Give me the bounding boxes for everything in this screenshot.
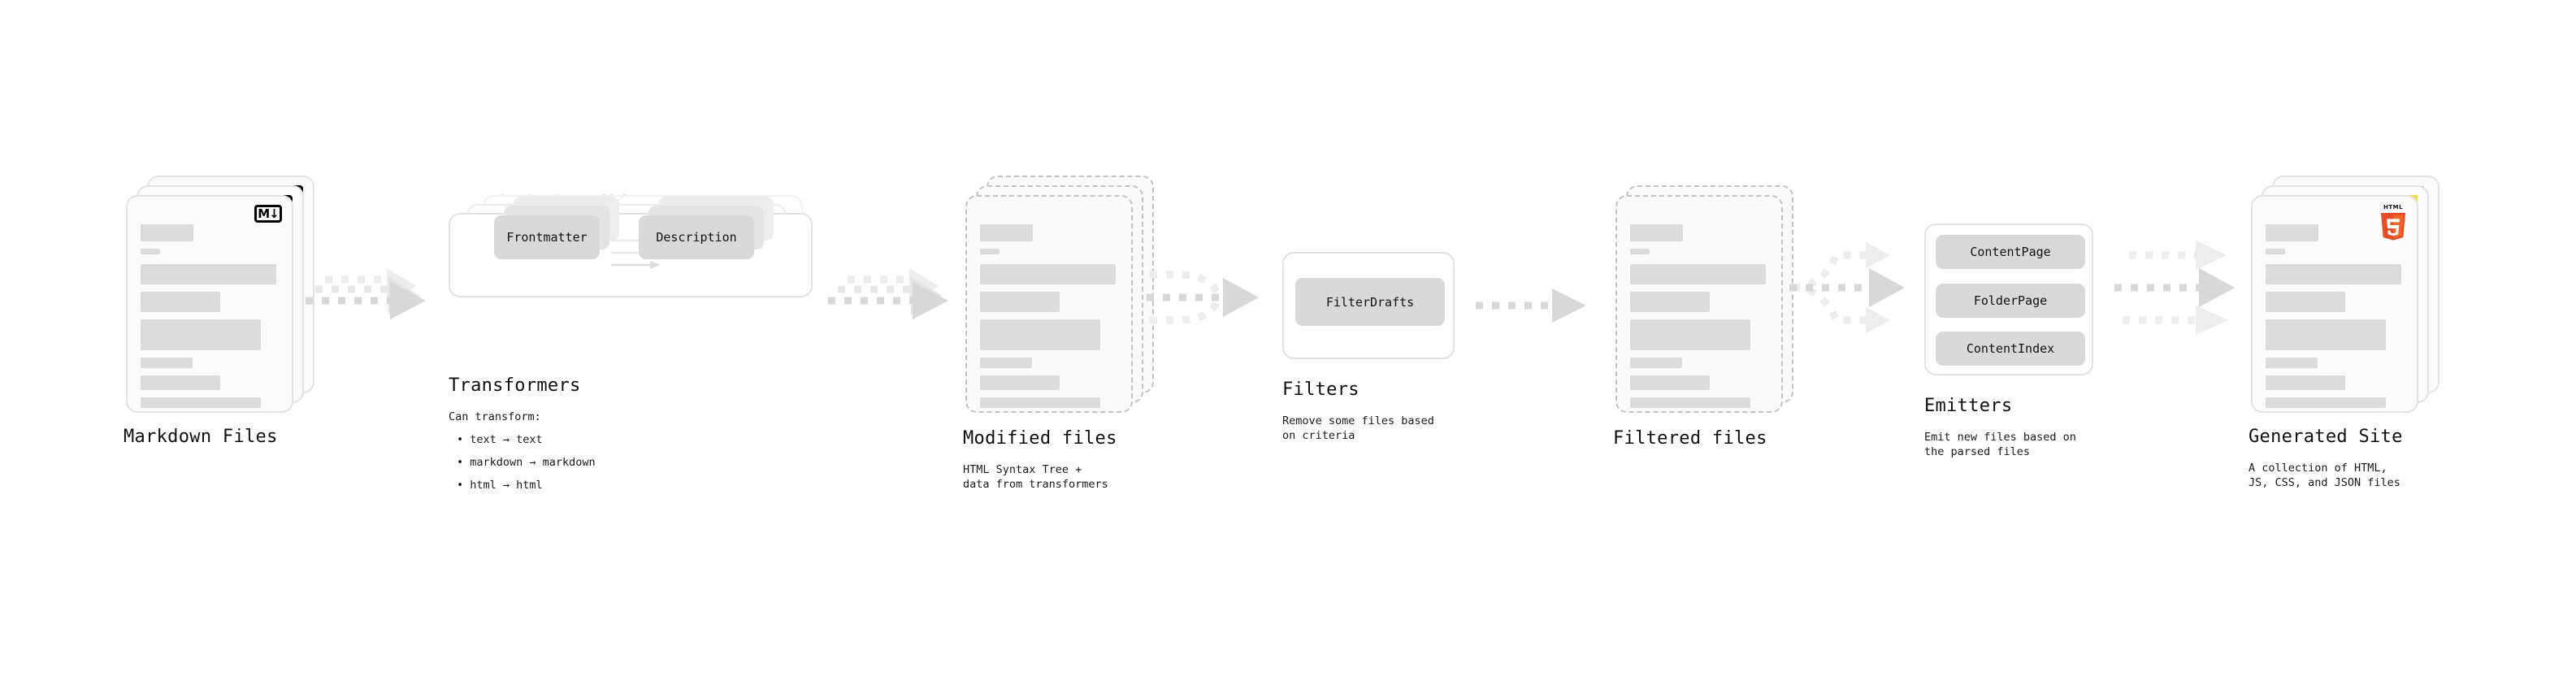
stage-description-generated-site: A collection of HTML, JS, CSS, and JSON … [2249, 462, 2400, 489]
markdown-icon: M↓ [254, 205, 282, 223]
file-card-front [965, 195, 1133, 413]
emitters-panel: ContentPage FolderPage ContentIndex [1924, 223, 2093, 375]
connector-filtered-to-emitters [1786, 234, 1924, 364]
connector-modified-to-filters [1142, 258, 1272, 348]
plugin-pill-description[interactable]: Description [639, 215, 754, 259]
connector-emitters-to-site [2111, 234, 2253, 364]
plugin-pill-frontmatter[interactable]: Frontmatter [494, 215, 600, 259]
file-card-front: HTML [2251, 195, 2418, 413]
connector-markdown-to-transformers [302, 268, 432, 349]
file-card-front [1615, 195, 1783, 413]
transformers-bullet-2: • html → html [457, 479, 543, 492]
transformers-bullet-0: • text → text [457, 433, 543, 446]
stage-description-emitters: Emit new files based on the parsed files [1924, 431, 2076, 458]
stage-title-filters: Filters [1282, 380, 1360, 400]
file-content-skeleton [1630, 224, 1768, 415]
stage-description-modified-files: HTML Syntax Tree + data from transformer… [963, 463, 1108, 491]
html5-icon: HTML [2379, 205, 2407, 242]
stage-title-markdown-files: Markdown Files [124, 427, 278, 447]
file-content-skeleton [980, 224, 1118, 415]
file-card-front: M↓ [126, 195, 293, 413]
plugin-pill-contentindex[interactable]: ContentIndex [1936, 332, 2085, 366]
transformers-bullet-1: • markdown → markdown [457, 456, 596, 469]
stage-title-transformers: Transformers [449, 375, 581, 396]
file-content-skeleton [141, 224, 279, 415]
connector-transformers-to-modified [825, 268, 955, 349]
stage-description-transformers: Can transform: [449, 410, 541, 423]
file-content-skeleton [2266, 224, 2404, 415]
stage-title-filtered-files: Filtered files [1613, 428, 1767, 449]
plugin-pill-contentpage[interactable]: ContentPage [1936, 235, 2085, 269]
stage-title-generated-site: Generated Site [2249, 427, 2403, 447]
filters-panel: FilterDrafts [1282, 252, 1455, 359]
connector-filters-to-filtered [1472, 288, 1594, 337]
stage-title-emitters: Emitters [1924, 396, 2013, 416]
stage-description-filters: Remove some files based on criteria [1282, 414, 1434, 442]
plugin-pill-folderpage[interactable]: FolderPage [1936, 284, 2085, 318]
plugin-pill-filterdrafts[interactable]: FilterDrafts [1295, 278, 1445, 326]
stage-title-modified-files: Modified files [963, 428, 1117, 449]
